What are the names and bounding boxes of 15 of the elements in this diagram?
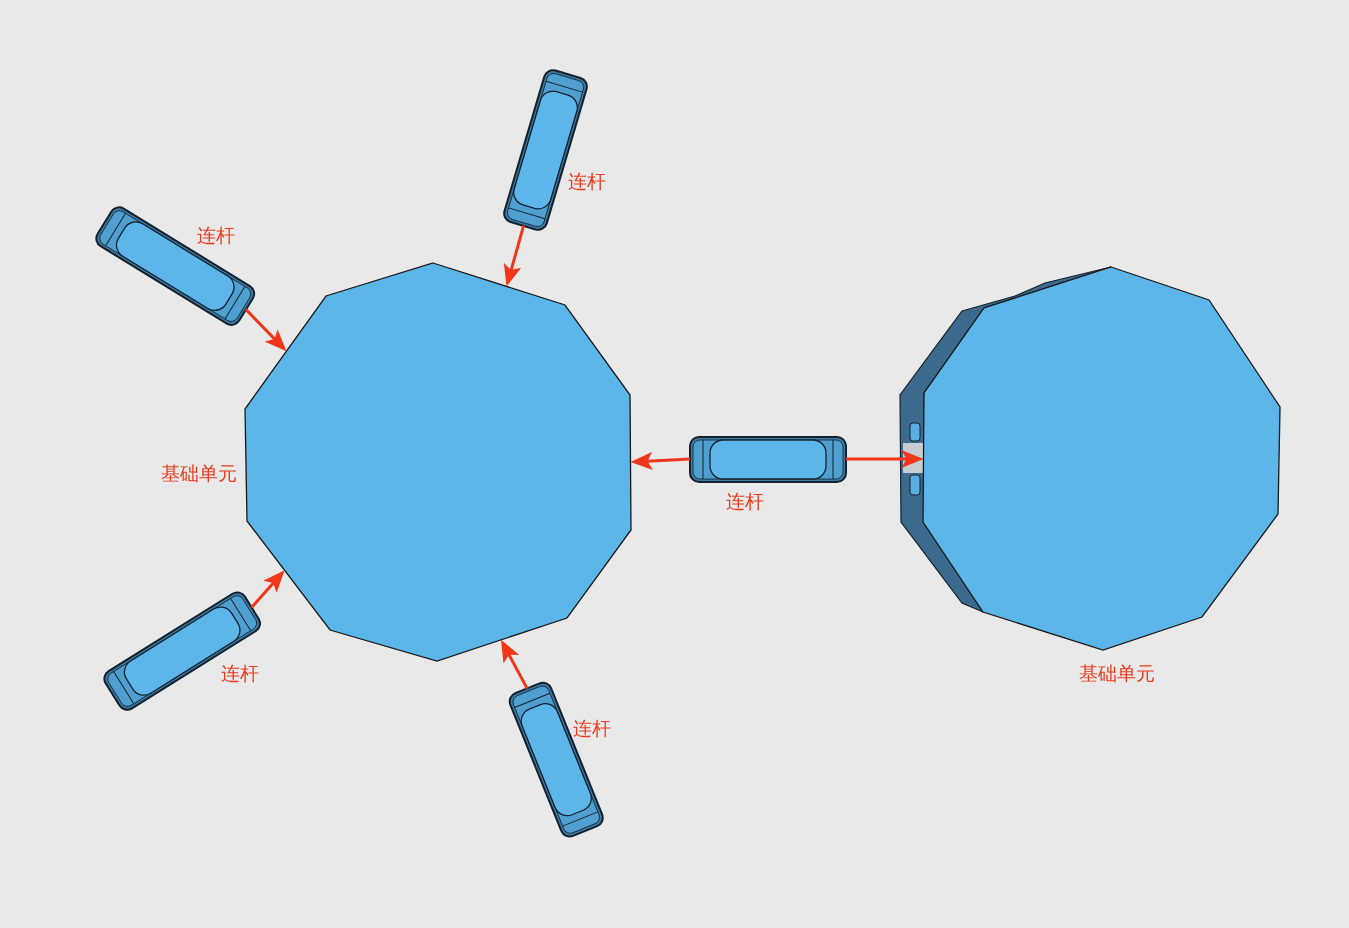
arrow <box>846 450 924 468</box>
part-label: 连杆 <box>573 717 611 739</box>
part-label: 基础单元 <box>1079 662 1155 684</box>
part-label: 连杆 <box>221 662 259 684</box>
arrow <box>501 639 529 690</box>
arrow <box>503 225 526 287</box>
arrow <box>244 308 287 352</box>
part-label: 连杆 <box>568 170 606 192</box>
base-decagon <box>898 265 1282 652</box>
base-decagon <box>243 261 633 663</box>
link-bar <box>688 434 848 484</box>
part-label: 连杆 <box>197 224 235 246</box>
arrow <box>250 570 285 609</box>
part-label: 连杆 <box>726 490 764 512</box>
part-label: 基础单元 <box>161 462 237 484</box>
